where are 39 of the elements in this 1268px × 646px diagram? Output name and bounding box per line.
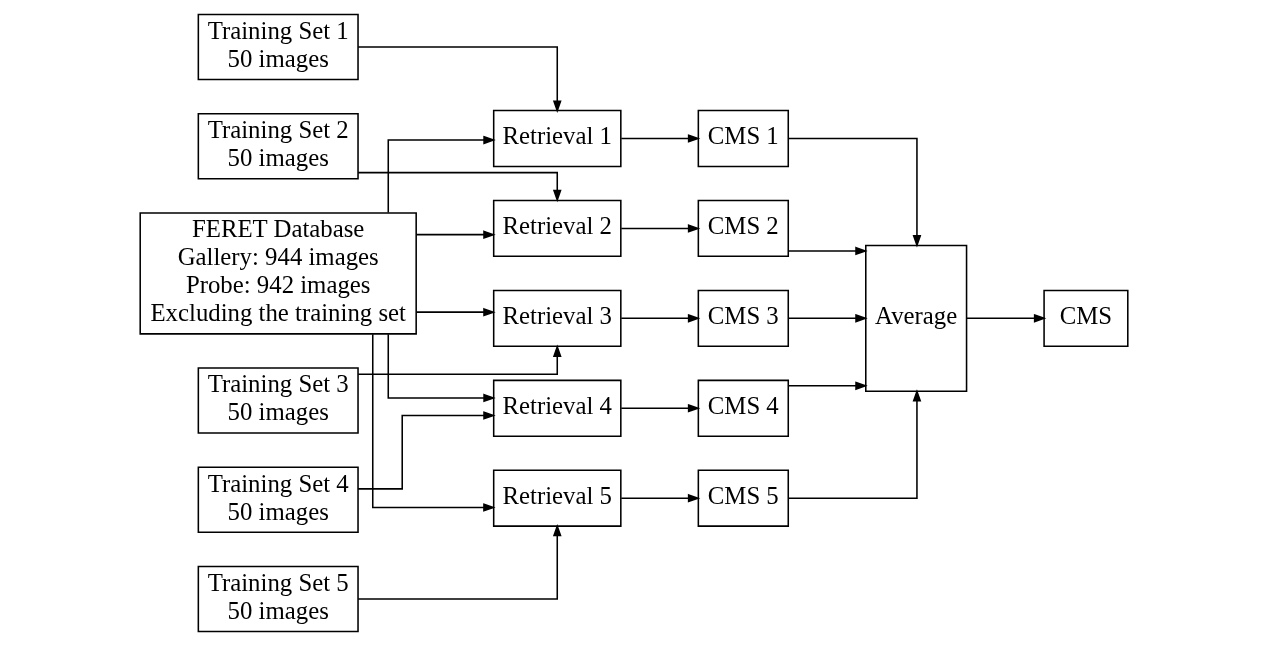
arrow [387,135,496,214]
arrow [357,523,562,600]
node-box: CMS 2 [697,199,790,258]
node-box: Training Set 3 50 images [197,367,359,434]
node-box: Training Set 5 50 images [197,565,359,633]
arrow [357,411,496,490]
node-box: CMS 4 [697,379,790,437]
arrow [415,230,496,239]
arrow [787,389,922,499]
arrow [787,381,868,391]
arrow [372,333,496,512]
node-box: Training Set 1 50 images [197,13,359,81]
node-box: Retrieval 3 [492,289,622,348]
arrow [357,171,562,203]
arrow [787,137,922,248]
node-box: Training Set 4 50 images [197,466,359,534]
node-box: CMS 1 [697,109,790,168]
arrow [620,493,701,503]
arrow [415,307,496,317]
node-box: Retrieval 1 [492,109,622,168]
arrow [787,314,868,323]
arrow [965,314,1047,323]
arrow [787,246,868,256]
node-box: FERET Database Gallery: 944 images Probe: 942 images Excluding the training set [139,212,417,335]
node-box: Retrieval 5 [492,469,622,527]
node-box: Average [865,244,968,392]
node-box: CMS 3 [697,289,790,348]
arrow [357,46,562,113]
node-box: Retrieval 4 [492,379,622,437]
arrow [387,333,496,403]
node-box: Retrieval 2 [492,199,622,258]
node-box: Training Set 2 50 images [197,112,359,180]
arrow [620,403,701,413]
arrow [357,344,562,375]
node-box: CMS [1043,289,1129,348]
node-box: CMS 5 [697,469,790,527]
arrow [620,224,701,233]
arrow [620,134,701,143]
arrow [620,314,701,323]
